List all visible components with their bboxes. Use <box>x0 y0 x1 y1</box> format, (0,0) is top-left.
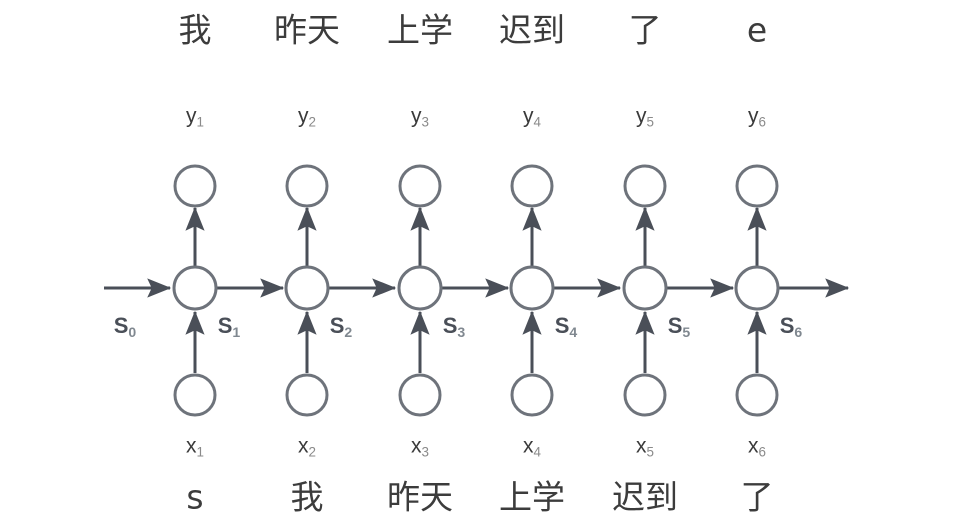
state-label-6-base: S <box>779 313 795 338</box>
output-label-4-base: y <box>523 104 534 128</box>
state-label-1-base: S <box>217 313 233 338</box>
input-label-2-subscript: 2 <box>308 444 316 460</box>
state-to-output-arrows <box>185 206 767 266</box>
input-token-4: 上学 <box>499 477 565 517</box>
input-label-2: x2 <box>298 434 316 460</box>
state-label-2-base: S <box>329 313 345 338</box>
initial-state-label-subscript: 0 <box>128 323 137 340</box>
input-token-1: s <box>186 477 204 517</box>
input-token-5: 迟到 <box>612 477 678 517</box>
input-token-2: 我 <box>290 477 324 517</box>
state-label-6-subscript: 6 <box>794 323 803 340</box>
output-token-1: 我 <box>178 10 212 50</box>
output-label-6-base: y <box>748 104 759 128</box>
initial-state-label-base: S <box>113 313 129 338</box>
input-label-1: x1 <box>186 434 204 460</box>
state-label-2: S2 <box>329 313 353 340</box>
input-label-1-base: x <box>186 434 197 458</box>
input-to-state-arrows <box>185 310 767 373</box>
state-label-3-subscript: 3 <box>457 323 466 340</box>
output-token-6: e <box>746 10 768 50</box>
input-node-circles <box>173 373 779 417</box>
output-label-4-subscript: 4 <box>533 114 541 130</box>
output-label-2: y2 <box>298 104 316 130</box>
input-label-4-subscript: 4 <box>533 444 541 460</box>
output-label-4: y4 <box>523 104 541 130</box>
output-label-5-subscript: 5 <box>646 114 654 130</box>
hidden-state-circles <box>172 265 780 311</box>
output-label-2-base: y <box>298 104 309 128</box>
input-token-3: 昨天 <box>387 477 453 517</box>
state-label-4-base: S <box>554 313 570 338</box>
output-label-2-subscript: 2 <box>308 114 316 130</box>
input-label-3-base: x <box>411 434 422 458</box>
state-label-1: S1 <box>217 313 241 340</box>
output-label-1-subscript: 1 <box>196 114 204 130</box>
output-label-5: y5 <box>636 104 654 130</box>
state-label-1-subscript: 1 <box>232 323 241 340</box>
state-label-5: S5 <box>667 313 691 340</box>
input-label-6-subscript: 6 <box>758 444 766 460</box>
output-label-6: y6 <box>748 104 766 130</box>
state-label-2-subscript: 2 <box>344 323 353 340</box>
output-label-5-base: y <box>636 104 647 128</box>
output-token-4: 迟到 <box>499 10 565 50</box>
output-label-6-subscript: 6 <box>758 114 766 130</box>
input-label-5: x5 <box>636 434 654 460</box>
state-label-5-subscript: 5 <box>682 323 691 340</box>
state-label-5-base: S <box>667 313 683 338</box>
input-label-3: x3 <box>411 434 429 460</box>
input-label-3-subscript: 3 <box>421 444 429 460</box>
output-label-1: y1 <box>186 104 204 130</box>
initial-state-label: S0 <box>113 313 137 340</box>
input-label-4: x4 <box>523 434 541 460</box>
output-label-3: y3 <box>411 104 429 130</box>
output-token-2: 昨天 <box>274 10 340 50</box>
state-label-3: S3 <box>442 313 466 340</box>
input-label-5-subscript: 5 <box>646 444 654 460</box>
output-token-3: 上学 <box>387 10 453 50</box>
state-label-4: S4 <box>554 313 578 340</box>
input-label-4-base: x <box>523 434 534 458</box>
output-node-circles <box>173 164 779 208</box>
state-label-6: S6 <box>779 313 803 340</box>
output-token-5: 了 <box>628 10 662 50</box>
state-label-3-base: S <box>442 313 458 338</box>
input-label-6: x6 <box>748 434 766 460</box>
state-label-4-subscript: 4 <box>569 323 578 340</box>
input-token-6: 了 <box>740 477 774 517</box>
output-label-3-base: y <box>411 104 422 128</box>
input-label-6-base: x <box>748 434 759 458</box>
input-label-2-base: x <box>298 434 309 458</box>
output-label-1-base: y <box>186 104 197 128</box>
output-label-3-subscript: 3 <box>421 114 429 130</box>
input-label-5-base: x <box>636 434 647 458</box>
input-label-1-subscript: 1 <box>196 444 204 460</box>
